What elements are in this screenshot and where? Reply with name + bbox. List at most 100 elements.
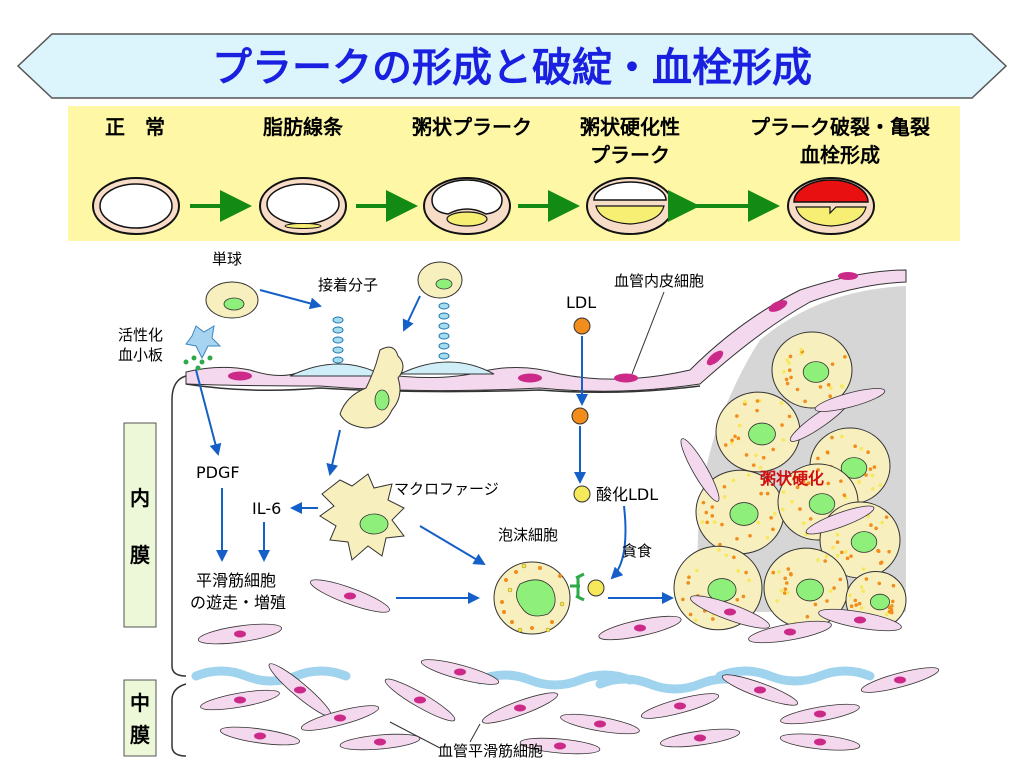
plaque-foam-cell [695,469,785,555]
intima-smooth-muscle-cell [818,608,902,632]
oxldl-particle [573,485,591,503]
adhesion-molecules-2 [438,302,450,360]
foam-cell-cluster [673,331,907,631]
media-smooth-muscle-cell [339,733,421,751]
smc-migration-label-1: 平滑筋細胞 [196,571,276,590]
media-smooth-muscle-cell [779,733,861,751]
arrow-monocyte-to-adhesion [259,289,322,310]
oxldl-engulfed [587,579,605,597]
endothelial-pointer [631,291,665,375]
media-smooth-muscle-cell [640,693,720,719]
atherosclerosis-label: 粥状硬化 [760,469,824,488]
foam-cell [493,561,571,635]
vsmc-pointer-1 [389,721,441,749]
vessel-normal [92,177,180,235]
smooth-muscle-cells-intima [197,579,902,645]
svg-text:膜: 膜 [129,543,150,567]
layer-bracket [171,375,187,677]
vessel-atheromatous [423,177,511,235]
layer-bracket-media [171,683,187,757]
media-smooth-muscle-cell [860,667,940,693]
monocyte-rolling [417,261,463,299]
adhesion-molecules-1 [332,316,344,364]
arrow-platelet-to-pdgf [195,369,222,456]
stage-label-fibrous-2: プラーク [590,143,670,167]
media-smooth-muscle-cell [420,659,500,685]
stage-label-normal: 正 常 [105,115,165,139]
activated-platelet [183,325,222,371]
page-title: プラークの形成と破綻・血栓形成 [212,45,812,91]
media-layer-cells [191,659,940,755]
endothelial-label: 血管内皮細胞 [614,272,704,290]
media-smooth-muscle-cell [560,713,640,735]
il6-label: IL-6 [252,499,281,518]
svg-text:中: 中 [130,691,150,715]
intima-smooth-muscle-cell [690,595,770,629]
vessel-fatty-streak [259,177,347,235]
elastic-fiber [191,666,351,686]
stage-label-atheromatous: 粥状プラーク [412,115,532,139]
vessel-fibrous [586,177,674,235]
media-smooth-muscle-cell [384,678,456,722]
vessel-rupture [787,177,875,235]
vsmc-pointer-2 [469,723,481,743]
phagocytosis-label: 貪食 [622,542,652,560]
plaque-foam-cell [763,547,849,629]
plaque-smooth-muscle-cell [805,505,875,535]
platelet-label-2: 血小板 [118,346,163,364]
ldl-label: LDL [566,293,596,312]
media-smooth-muscle-cell [219,726,301,746]
stage-label-fatty-streak: 脂肪線条 [263,115,344,139]
ldl-particle [573,317,591,335]
svg-text:膜: 膜 [129,723,150,747]
media-smooth-muscle-cell [721,674,799,706]
media-smooth-muscle-cell [268,663,332,717]
monocyte-transmigrating-nucleus [374,389,390,411]
media-smooth-muscle-cell [300,705,380,731]
arrow-to-macrophage [326,429,341,476]
arrow-macrophage-to-foam [419,525,486,566]
platelet-label-1: 活性化 [118,326,163,344]
plaque-smooth-muscle-cell [814,388,886,412]
elastic-fiber [475,670,635,690]
media-smooth-muscle-cell [200,689,280,711]
vsmc-label: 血管平滑筋細胞 [438,742,543,760]
elastic-fiber [715,666,875,686]
media-smooth-muscle-cell [481,692,559,724]
ldl-particle-intima [571,407,589,425]
stage-label-rupture-1: プラーク破裂・亀裂 [750,115,930,139]
macrophage [319,473,405,561]
intima-smooth-muscle-cell [598,615,682,641]
plaque-smooth-muscle-cell [680,438,720,502]
intima-smooth-muscle-cell [310,579,390,613]
media-smooth-muscle-cell [659,728,741,748]
stage-label-fibrous-1: 粥状硬化性 [580,115,680,139]
monocyte-label: 単球 [212,250,242,268]
adhesion-surface-2 [399,361,495,375]
intima-smooth-muscle-cell [748,620,832,644]
intima-smooth-muscle-cell [197,623,283,645]
oxldl-label: 酸化LDL [596,485,658,504]
media-label: 中 膜 [123,679,157,757]
media-smooth-muscle-cell [780,703,860,725]
adhesion-label: 接着分子 [318,276,378,294]
intima-label: 内 膜 [123,422,157,628]
macrophage-label: マクロファージ [394,480,499,498]
monocyte-free [205,281,259,319]
arrow-oxldl-to-phago [610,505,627,580]
svg-text:内: 内 [130,486,150,510]
arrow-rolling-to-adhesion [402,295,421,332]
foam-cell-label: 泡沫細胞 [498,526,558,544]
monocyte-transmigrating [339,346,404,429]
pdgf-label: PDGF [196,463,240,482]
plaque-foam-cell [715,391,801,473]
internal-elastic-lamina [185,383,701,393]
scavenger-receptor [570,572,585,602]
plaque-foam-cell [771,331,853,409]
stage-band: 正 常 脂肪線条 粥状プラーク 粥状硬化性 プラーク プラーク破裂・亀裂 血栓形… [68,106,960,241]
media-smooth-muscle-cell [519,737,601,755]
title-banner: プラークの形成と破綻・血栓形成 [16,33,1008,99]
stage-label-rupture-2: 血栓形成 [800,143,880,167]
smc-migration-label-2: の遊走・増殖 [190,593,286,612]
